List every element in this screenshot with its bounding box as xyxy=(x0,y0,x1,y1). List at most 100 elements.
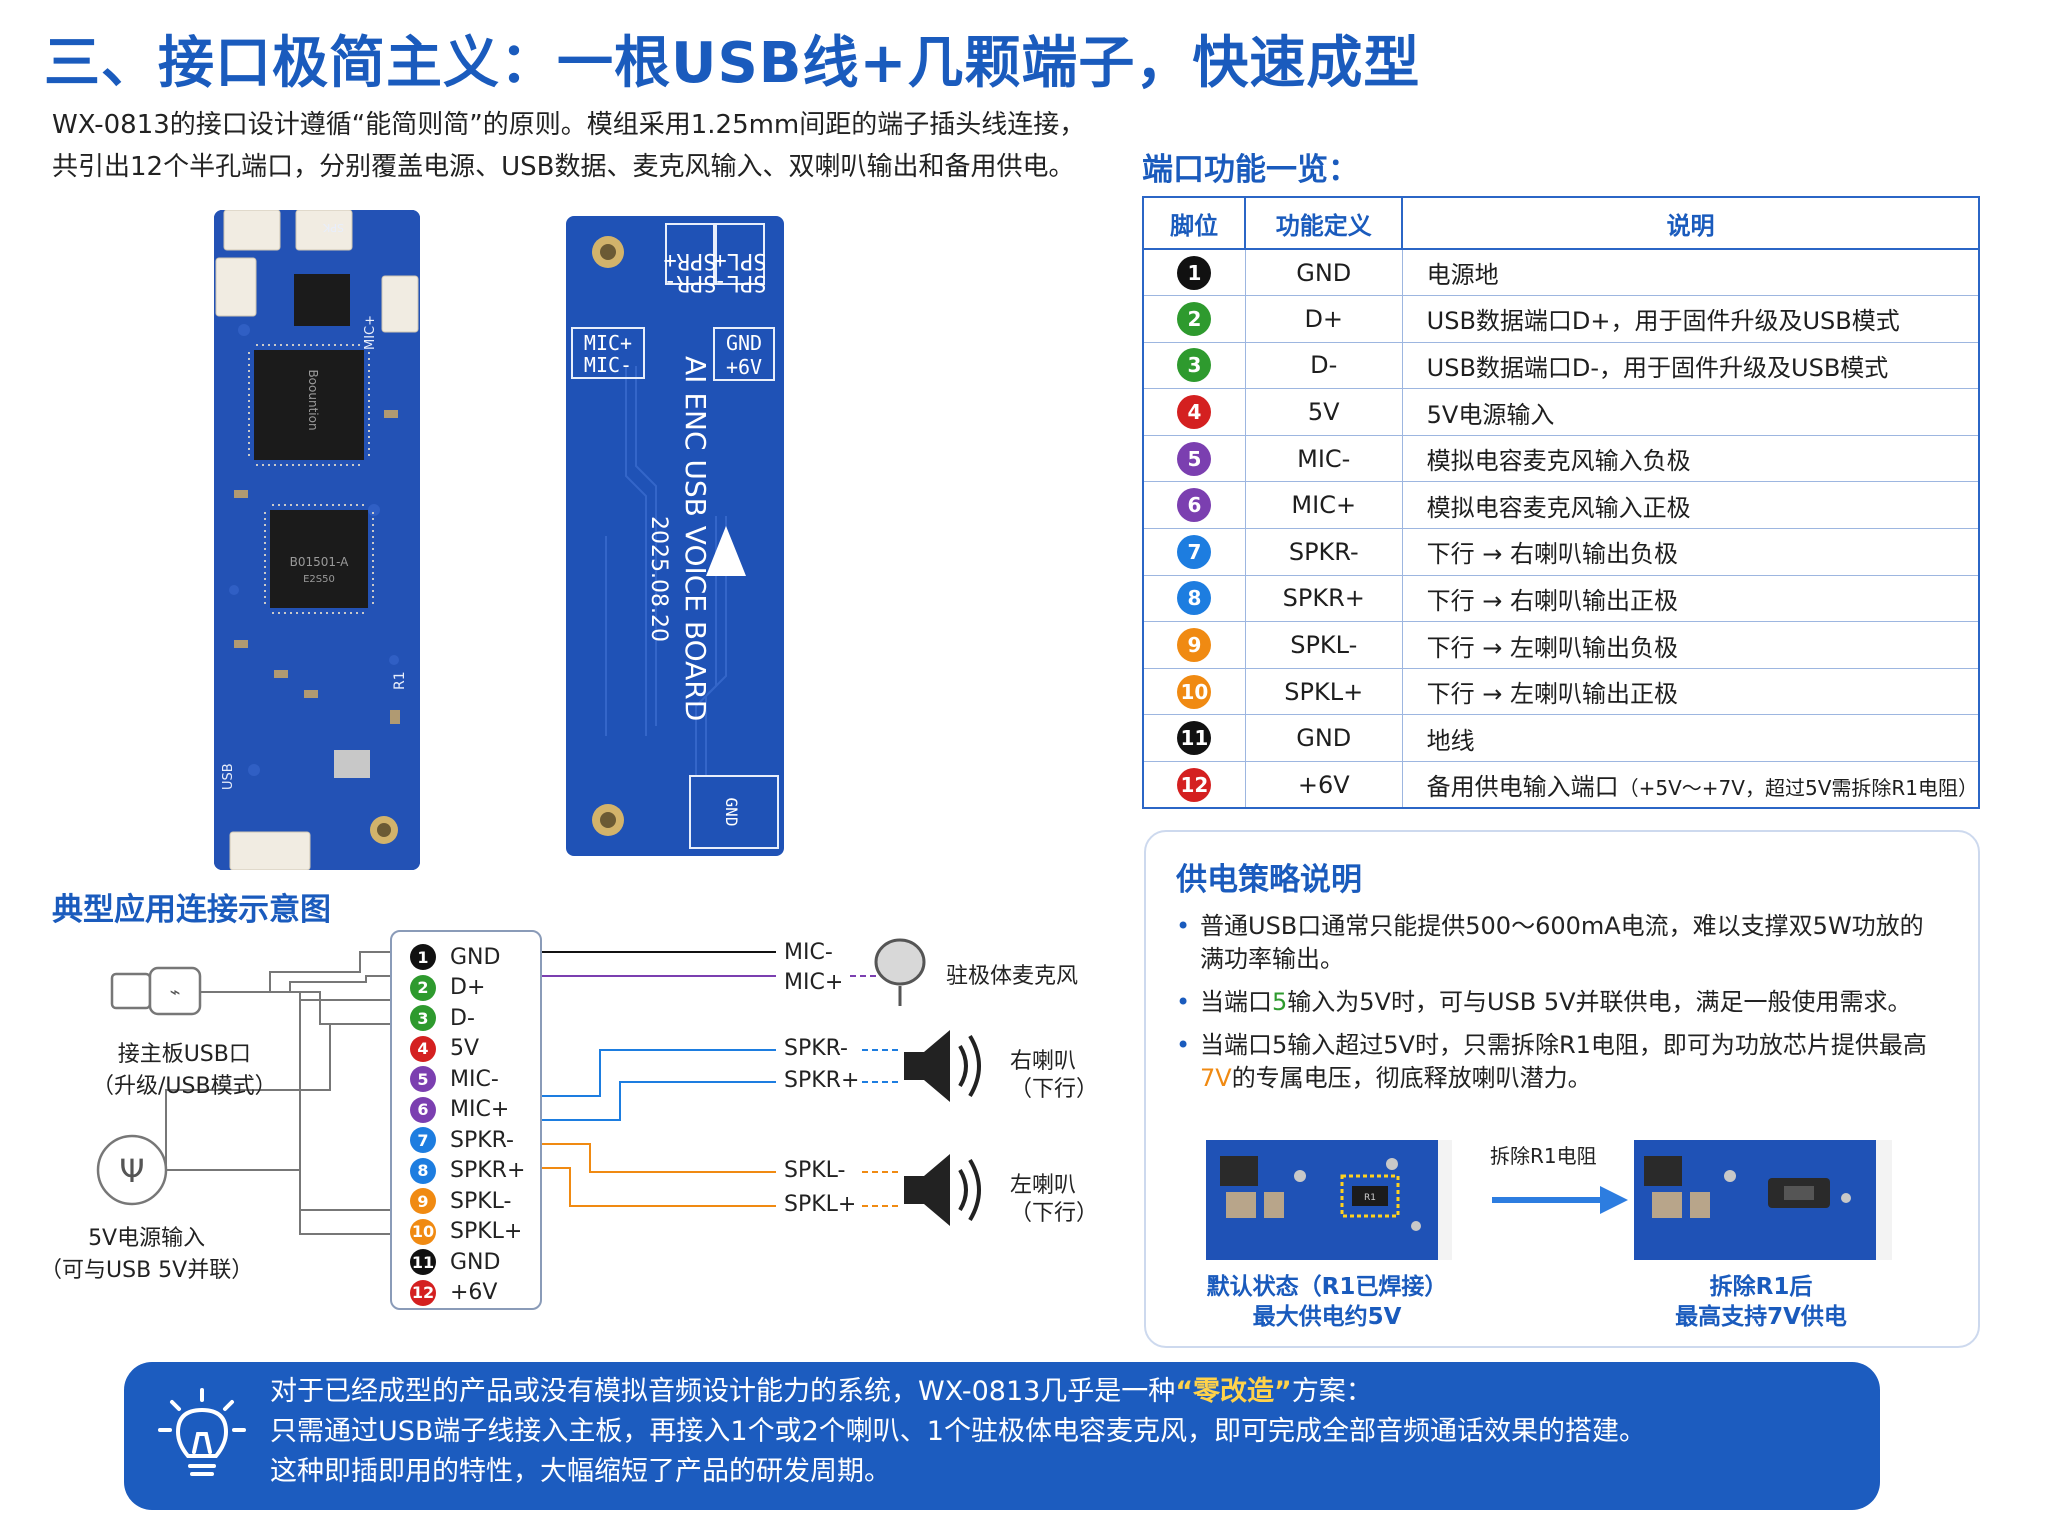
pinout-number-badge: 12 xyxy=(410,1279,436,1306)
pinout-label: D- xyxy=(450,1005,475,1031)
logo-icon xyxy=(706,526,746,576)
mic-minus-silk: MIC- xyxy=(584,353,632,377)
board-photos: Boountion B01501-A E2S50 R1 USB MIC+ xyxy=(200,200,800,880)
pin-description-text: 下行 → 右喇叭输出正极 xyxy=(1426,586,1679,615)
pinout-number-badge: 11 xyxy=(410,1249,436,1275)
pin-function-cell: SPKR+ xyxy=(1245,575,1403,623)
board-back-drawing: SPR+ SPR- SPL+ SPL- MIC+ MIC- GND +6V AI… xyxy=(566,216,784,856)
pin-row: 8 SPKR+ 下行 → 右喇叭输出正极 xyxy=(1141,575,1980,623)
header-description: 说明 xyxy=(1401,196,1980,250)
pinout-number-badge: 1 xyxy=(410,944,436,970)
r1-soldered-image: R1 xyxy=(1206,1140,1452,1260)
pin-function-cell: SPKL- xyxy=(1245,621,1403,669)
pin-description-cell: 地线 xyxy=(1402,714,1980,763)
pin-number-cell: 7 xyxy=(1141,528,1246,576)
banner-line-3: 这种即插即用的特性，大幅缩短了产品的研发周期。 xyxy=(270,1456,891,1487)
pin-number-cell: 10 xyxy=(1141,668,1246,716)
mic-silk: MIC+ xyxy=(363,315,378,350)
intro-text: WX-0813的接口设计遵循“能简则简”的原则。模组采用1.25mm间距的端子插… xyxy=(52,104,1152,188)
mic-plus-label: MIC+ xyxy=(784,970,844,995)
mic-plus-silk: MIC+ xyxy=(584,331,632,355)
r1-left-mark: R1 xyxy=(1364,1193,1376,1203)
pin-number-badge: 3 xyxy=(1177,348,1212,383)
pinout-number-badge: 10 xyxy=(410,1218,436,1245)
pin-number-badge: 8 xyxy=(1177,581,1212,616)
pin-function-cell: GND xyxy=(1245,249,1403,297)
banner-line-2: 只需通过USB端子线接入主板，再接入1个或2个喇叭、1个驻极体电容麦克风，即可完… xyxy=(270,1416,1646,1447)
speaker-left-icon xyxy=(904,1154,981,1226)
right-caption-line-1: 拆除R1后 xyxy=(1709,1274,1813,1300)
board-title-silk: AI ENC USB VOICE BOARD xyxy=(679,356,712,721)
pinout-label: MIC- xyxy=(450,1066,499,1092)
pinout-number-badge: 2 xyxy=(410,974,436,1001)
pin-description-cell: 电源地 xyxy=(1402,249,1980,297)
pin-number-badge: 9 xyxy=(1177,628,1212,663)
pin-description-cell: 下行 → 右喇叭输出负极 xyxy=(1402,528,1980,576)
pin-function-cell: MIC- xyxy=(1245,435,1403,483)
chip1-mark: Boountion xyxy=(306,369,320,430)
pinout-row: 3 D- xyxy=(410,1003,475,1033)
usb-plug-icon: ⌁ xyxy=(110,966,202,1016)
left-speaker-label-1: 左喇叭 xyxy=(1010,1173,1077,1198)
usb-label-line-2: （升级/USB模式） xyxy=(92,1074,277,1099)
right-speaker-label-2: （下行） xyxy=(1010,1077,1099,1102)
mic-name-label: 驻极体麦克风 xyxy=(946,964,1079,989)
lightbulb-icon xyxy=(158,1388,246,1476)
header-function: 功能定义 xyxy=(1244,196,1404,250)
pin-number-cell: 8 xyxy=(1141,575,1246,623)
pinout-label: GND xyxy=(450,1249,501,1275)
pin-description-text: 下行 → 左喇叭输出负极 xyxy=(1426,633,1679,662)
pin-row: 9 SPKL- 下行 → 左喇叭输出负极 xyxy=(1141,621,1980,669)
pinout-label: SPKL+ xyxy=(450,1219,523,1244)
spkr-minus-label: SPKR- xyxy=(784,1036,848,1061)
pin-number-cell: 9 xyxy=(1141,621,1246,669)
pin-number-badge: 11 xyxy=(1177,721,1212,756)
pin-number-cell: 6 xyxy=(1141,481,1246,530)
power-bullet-3-post: 的专属电压，彻底释放喇叭潜力。 xyxy=(1231,1064,1592,1092)
power-heading: 供电策略说明 xyxy=(1176,862,1362,898)
intro-line-1: WX-0813的接口设计遵循“能简则简”的原则。模组采用1.25mm间距的端子插… xyxy=(52,110,1086,140)
power-bullet-3: 当端口5输入超过5V时，只需拆除R1电阻，即可为功放芯片提供最高7V的专属电压，… xyxy=(1176,1029,1936,1095)
pinout-number-badge: 3 xyxy=(410,1005,436,1031)
pin-description-text: USB数据端口D-，用于固件升级及USB模式 xyxy=(1426,353,1889,382)
spkl-plus-label: SPKL+ xyxy=(784,1192,857,1217)
power-bullet-1: 普通USB口通常只能提供500～600mA电流，难以支撑双5W功放的满功率输出。 xyxy=(1176,910,1936,976)
pin-number-cell: 2 xyxy=(1141,295,1246,343)
pin-number-cell: 4 xyxy=(1141,388,1246,436)
banner-line-1-post: 方案： xyxy=(1291,1376,1373,1407)
pin-description-text: 5V电源输入 xyxy=(1426,400,1555,429)
pin-function-cell: +6V xyxy=(1245,761,1403,810)
banner-text: 对于已经成型的产品或没有模拟音频设计能力的系统，WX-0813几乎是一种“零改造… xyxy=(270,1372,1646,1492)
pin-function-cell: GND xyxy=(1245,714,1403,763)
usb-label-line-1: 接主板USB口 xyxy=(117,1042,251,1067)
microphone-icon xyxy=(874,938,926,1006)
spkl-minus-label: SPKL- xyxy=(784,1158,846,1183)
power-strategy-panel: 供电策略说明 普通USB口通常只能提供500～600mA电流，难以支撑双5W功放… xyxy=(1144,830,1980,1348)
power-plug-icon: Ψ xyxy=(96,1134,168,1206)
pwr-6v-silk: +6V xyxy=(726,355,762,379)
power-bullet-2-pre: 当端口 xyxy=(1200,988,1272,1016)
usb-silk: USB xyxy=(221,763,236,790)
pin-table-header-row: 脚位 功能定义 说明 xyxy=(1141,196,1980,250)
r1-removed-image xyxy=(1634,1140,1892,1260)
pin-number-badge: 7 xyxy=(1177,534,1212,569)
header-pin: 脚位 xyxy=(1141,196,1247,250)
spl-plus-silk: SPL+ xyxy=(714,248,767,273)
remove-r1-label: 拆除R1电阻 xyxy=(1490,1144,1597,1168)
pin-number-cell: 3 xyxy=(1141,342,1246,390)
pinout-number-badge: 8 xyxy=(410,1157,436,1184)
pin-function-cell: SPKL+ xyxy=(1245,668,1403,716)
pin-number-badge: 4 xyxy=(1177,395,1212,430)
pin-description-cell: 备用供电输入端口（+5V～+7V，超过5V需拆除R1电阻） xyxy=(1402,761,1980,810)
connection-wires: ⌁ Ψ xyxy=(96,938,981,1235)
page-title: 三、接口极简主义：一根USB线+几颗端子，快速成型 xyxy=(44,31,1421,96)
pinout-row: 11 GND xyxy=(410,1247,500,1277)
